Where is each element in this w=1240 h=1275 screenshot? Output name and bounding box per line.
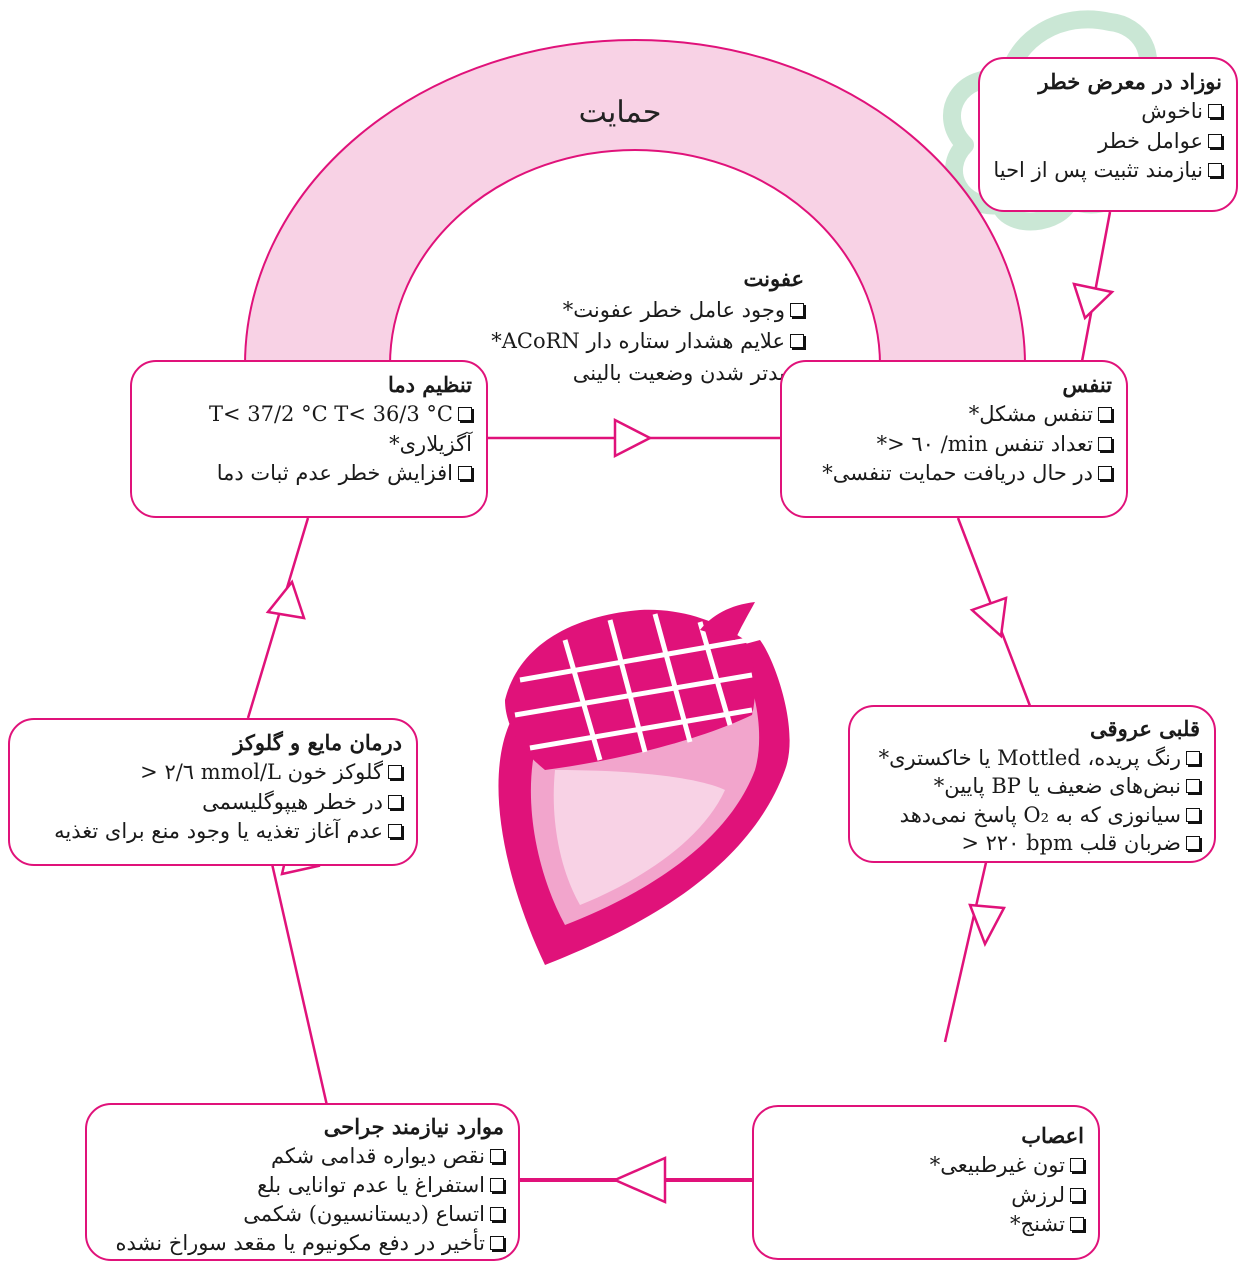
checkbox-icon xyxy=(1070,1217,1084,1232)
box-title: قلبی عروقی xyxy=(1090,716,1200,741)
checklist-item: تشنج* xyxy=(764,1210,1084,1240)
checklist-item: رنگ پریده، Mottled یا خاکستری* xyxy=(860,744,1200,773)
connector-cardio-neuro xyxy=(943,844,992,1043)
box-title: اعصاب xyxy=(1021,1123,1084,1148)
box-title: موارد نیازمند جراحی xyxy=(323,1114,504,1139)
checklist-item: در حال دریافت حمایت تنفسی* xyxy=(792,459,1112,489)
checklist-item: تأخیر در دفع مکونیوم یا مقعد سوراخ نشده xyxy=(97,1229,504,1258)
checklist-item: افزایش خطر عدم ثبات دما xyxy=(142,459,472,489)
checkbox-icon xyxy=(1208,163,1222,178)
checkbox-icon xyxy=(490,1206,504,1221)
arrowhead-temperature-respiration xyxy=(613,417,653,459)
support-arch xyxy=(243,39,1027,366)
checkbox-icon xyxy=(1098,406,1112,421)
box-title: عفونت xyxy=(743,266,804,291)
checklist-item: عوامل خطر xyxy=(990,127,1222,157)
arrowhead-atrisk-respiration xyxy=(1072,282,1115,321)
checkbox-icon xyxy=(458,406,472,421)
checklist-item: وجود عامل خطر عفونت* xyxy=(450,295,804,327)
checklist-item: گلوکز خون mmol/L ٢/٦ < xyxy=(20,758,402,788)
checkbox-icon xyxy=(1208,103,1222,118)
checklist-item: تون غیرطبیعی* xyxy=(764,1151,1084,1181)
checklist-item: نقص دیواره قدامی شکم xyxy=(97,1142,504,1171)
box-surgical: موارد نیازمند جراحی نقص دیواره قدامی شکم… xyxy=(85,1103,520,1261)
checkbox-icon xyxy=(490,1235,504,1250)
checklist-item: تنفس مشکل* xyxy=(792,400,1112,430)
checklist-item: عدم آغاز تغذیه یا وجود منع برای تغذیه xyxy=(20,817,402,847)
checkbox-icon xyxy=(1098,466,1112,481)
checklist-item: در خطر هیپوگلیسمی xyxy=(20,788,402,818)
box-neuro: اعصاب تون غیرطبیعی* لرزش تشنج* xyxy=(752,1105,1100,1260)
checklist-item: استفراغ یا عدم توانایی بلع xyxy=(97,1171,504,1200)
checkbox-icon xyxy=(388,824,402,839)
checkbox-icon xyxy=(1070,1157,1084,1172)
checkbox-icon xyxy=(458,466,472,481)
checkbox-icon xyxy=(1186,750,1200,765)
support-arch-label: حمایت xyxy=(578,95,662,130)
box-infection: عفونت وجود عامل خطر عفونت* علایم هشدار س… xyxy=(440,255,818,385)
box-title: درمان مایع و گلوکز xyxy=(233,730,402,755)
acorn-icon xyxy=(498,602,790,965)
checkbox-icon xyxy=(790,302,804,317)
box-title: تنفس xyxy=(1062,372,1112,397)
checklist-item: اتساع (دیستانسیون) شکمی xyxy=(97,1200,504,1229)
checklist-item: علایم هشدار ستاره دار ACoRN* xyxy=(450,326,804,358)
arrowhead-neuro-surgical xyxy=(611,1156,667,1204)
checklist-item: بدتر شدن وضعیت بالینی xyxy=(450,358,804,390)
checkbox-icon xyxy=(388,794,402,809)
checkbox-icon xyxy=(1186,807,1200,822)
arrowhead-cardio-neuro xyxy=(968,903,1006,948)
checkbox-icon xyxy=(1208,133,1222,148)
cycle-arrowheads xyxy=(265,282,1115,1204)
checkbox-icon xyxy=(1186,779,1200,794)
checklist-item: T< 37/2 °C T< 36/3 °C آگزیلاری* xyxy=(208,401,472,456)
checklist-item: ضربان قلب bpm ٢٢٠ < xyxy=(860,829,1200,858)
checkbox-icon xyxy=(490,1177,504,1192)
box-title: نوزاد در معرض خطر xyxy=(1038,69,1222,94)
checkbox-icon xyxy=(388,764,402,779)
checklist-item: نبض‌های ضعیف یا BP پایین* xyxy=(860,772,1200,801)
box-title: تنظیم دما xyxy=(387,372,472,397)
checkbox-icon xyxy=(1098,436,1112,451)
checkbox-icon xyxy=(1186,836,1200,851)
box-at-risk-newborn: نوزاد در معرض خطر ناخوش عوامل خطر نیازمن… xyxy=(978,57,1238,212)
checklist-item: ناخوش xyxy=(990,97,1222,127)
connector-fluids-temperature xyxy=(246,517,310,719)
checklist-item: نیازمند تثبیت پس از احیا xyxy=(990,156,1222,186)
checklist-item: سیانوزی که به O₂ پاسخ نمی‌دهد xyxy=(860,801,1200,830)
checkbox-icon xyxy=(790,334,804,348)
box-temperature: تنظیم دما T< 37/2 °C T< 36/3 °C آگزیلاری… xyxy=(130,360,488,518)
checklist-item: تعداد تنفس min/ ٦٠ <* xyxy=(792,430,1112,460)
checkbox-icon xyxy=(1070,1187,1084,1202)
checkbox-icon xyxy=(490,1148,504,1163)
arrowhead-fluids-temperature xyxy=(265,579,306,620)
box-fluids-glucose: درمان مایع و گلوکز گلوکز خون mmol/L ٢/٦ … xyxy=(8,718,418,866)
checklist-item: لرزش xyxy=(764,1181,1084,1211)
box-respiration: تنفس تنفس مشکل* تعداد تنفس min/ ٦٠ <* در… xyxy=(780,360,1128,518)
arrowhead-respiration-cardio xyxy=(969,596,1008,639)
box-cardiovascular: قلبی عروقی رنگ پریده، Mottled یا خاکستری… xyxy=(848,705,1216,863)
